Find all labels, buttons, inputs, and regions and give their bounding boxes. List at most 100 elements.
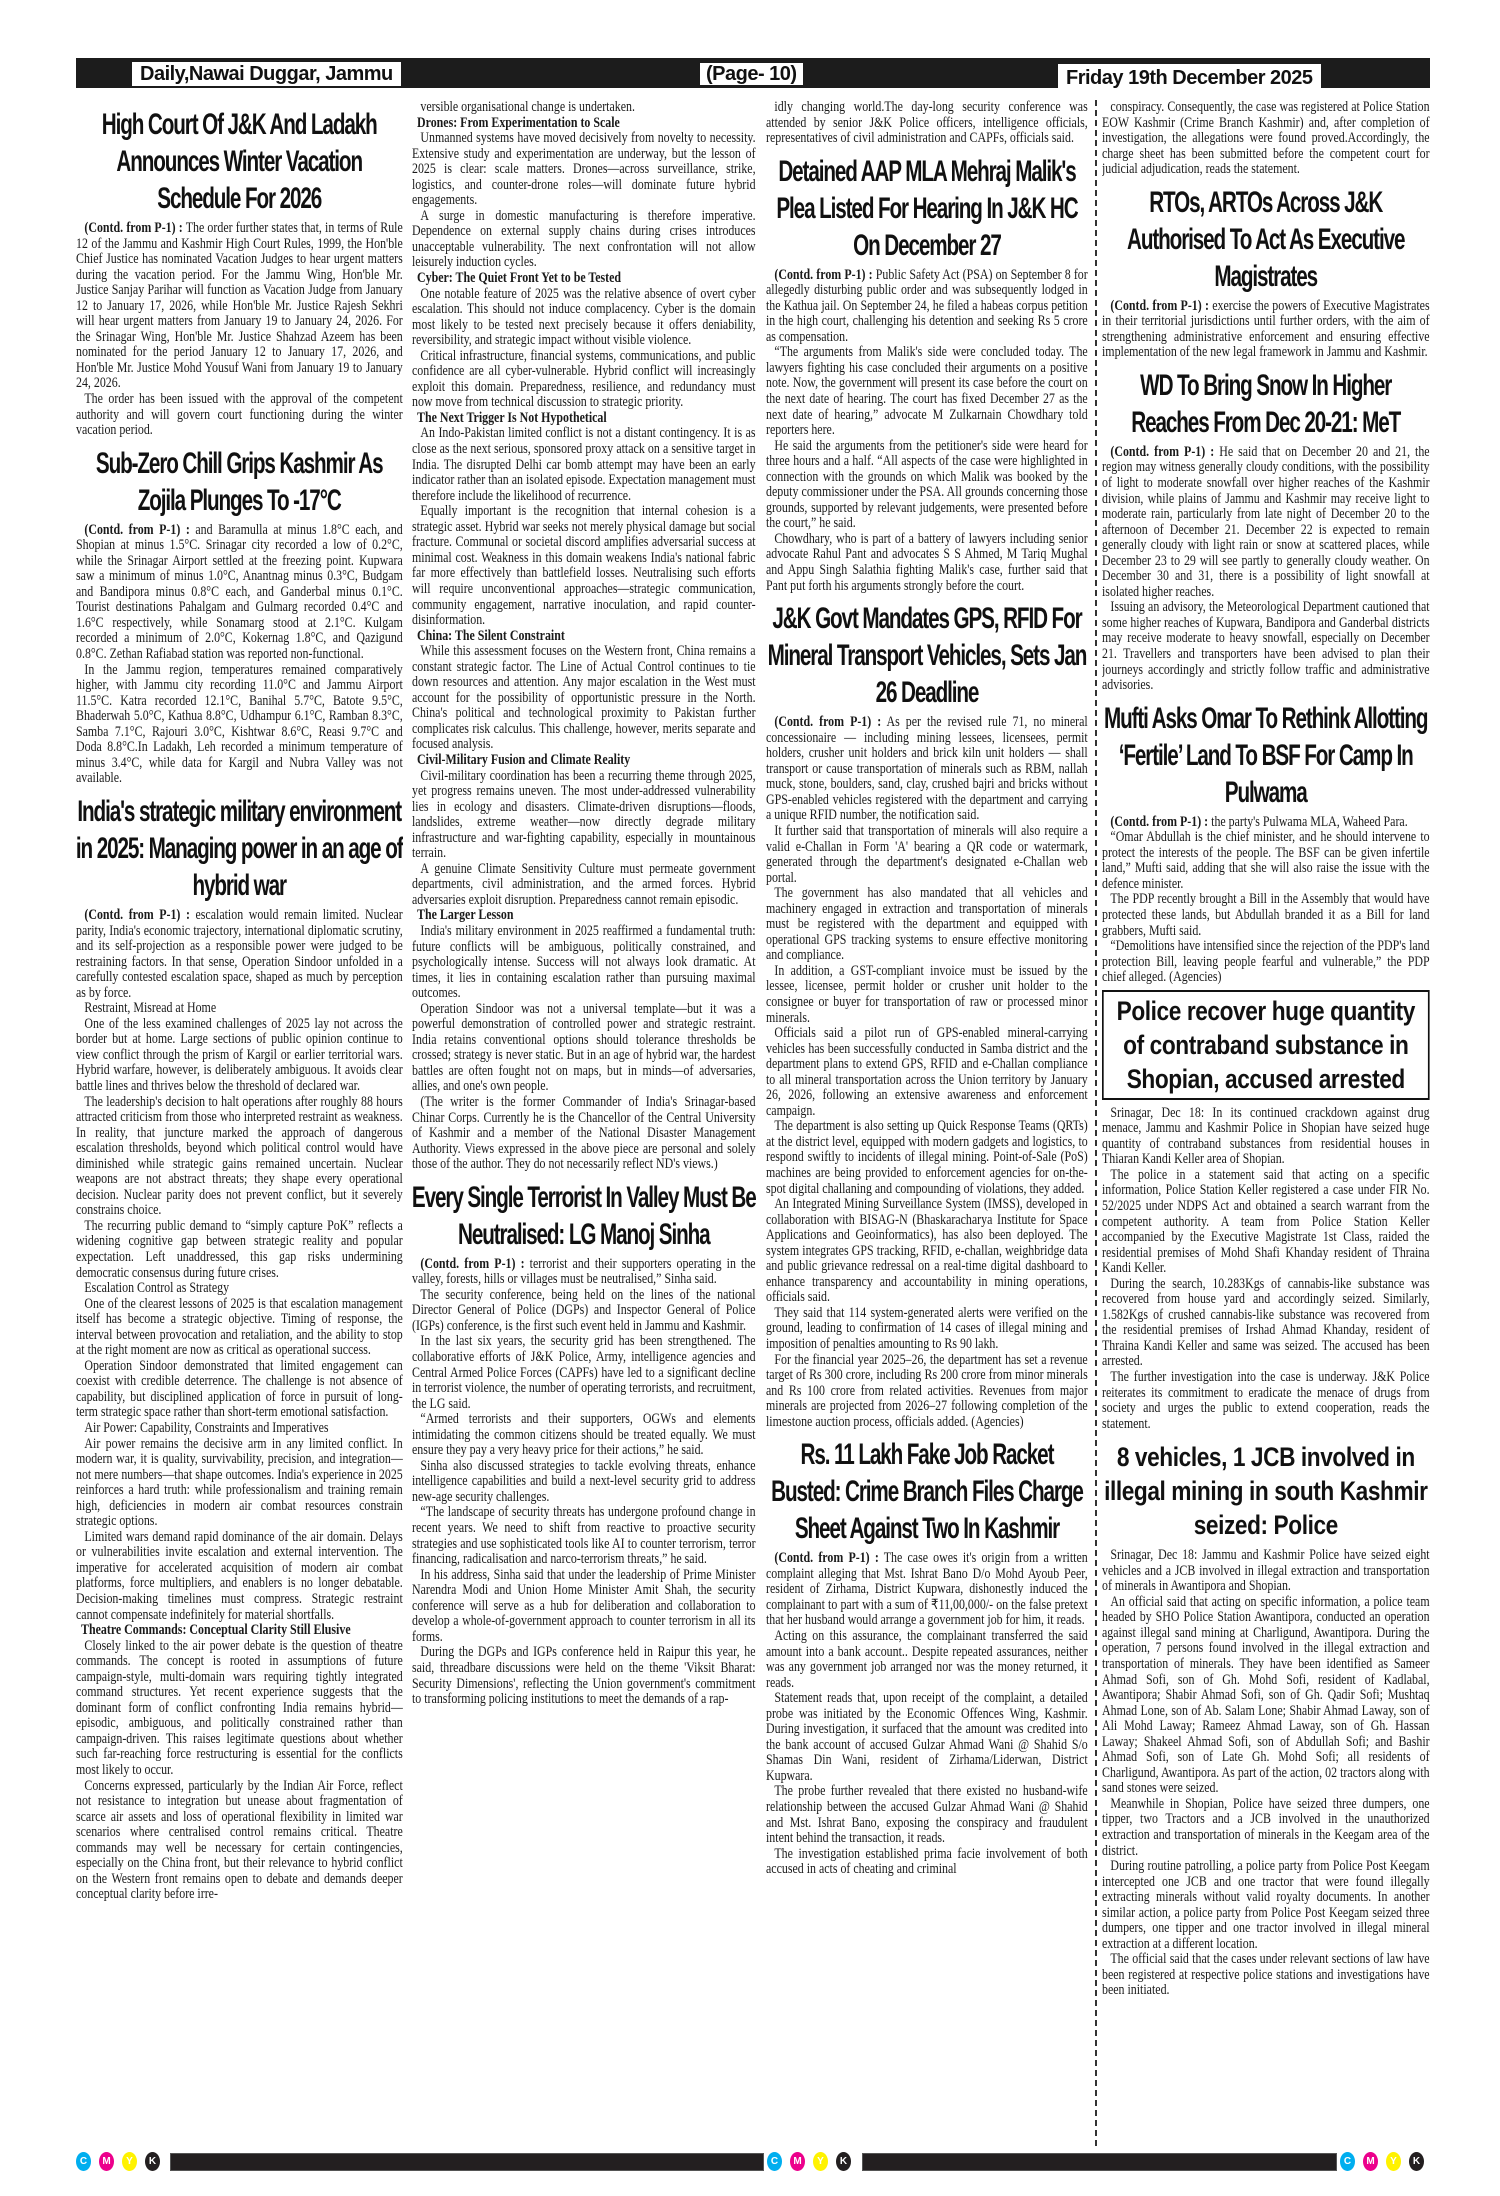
continued-from-label: (Contd. from P-1) : (84, 220, 183, 236)
article-paragraph: During the DGPs and IGPs conference held… (412, 1644, 756, 1708)
article-paragraph: He said the arguments from the petitione… (766, 437, 1088, 532)
article-paragraph: (Contd. from P-1) : exercise the powers … (1102, 297, 1430, 361)
article-paragraph: Sinha also discussed strategies to tackl… (412, 1457, 756, 1505)
article-paragraph: Escalation Control as Strategy (84, 1280, 230, 1297)
registration-bar (862, 2153, 1337, 2171)
article-headline: Sub-Zero Chill Grips Kashmir As Zojila P… (96, 446, 384, 517)
article-paragraph: Operation Sindoor was not a universal te… (412, 1000, 756, 1095)
article-paragraph: The official said that the cases under r… (1102, 1951, 1430, 1999)
article-paragraph: Operation Sindoor demonstrated that limi… (76, 1357, 403, 1421)
article-paragraph: One of the clearest lessons of 2025 is t… (76, 1295, 403, 1359)
article-paragraph: Restraint, Misread at Home (84, 1000, 217, 1017)
article-paragraph: An Indo-Pakistan limited conflict is not… (412, 425, 756, 504)
article-paragraph: Limited wars demand rapid dominance of t… (76, 1528, 403, 1623)
article-paragraph: Meanwhile in Shopian, Police have seized… (1102, 1795, 1430, 1859)
article-headline: 8 vehicles, 1 JCB involved in illegal mi… (1104, 1442, 1428, 1541)
article-paragraph: (The writer is the former Commander of I… (412, 1094, 756, 1173)
column-content: conspiracy. Consequently, the case was r… (1102, 100, 1430, 1999)
paragraph-text: As per the revised rule 71, no mineral c… (766, 714, 1088, 824)
article-headline: J&K Govt Mandates GPS, RFID For Mineral … (767, 602, 1088, 710)
page-number: (Page- 10) (692, 62, 811, 86)
section-subheading: Theatre Commands: Conceptual Clarity Sti… (81, 1622, 351, 1639)
paragraph-text: The case owes it's origin from a written… (766, 1550, 1088, 1629)
article-paragraph: A surge in domestic manufacturing is the… (412, 207, 756, 271)
section-subheading: Cyber: The Quiet Front Yet to be Tested (417, 270, 622, 287)
paragraph-text: escalation would remain limited. Nuclear… (76, 906, 403, 1001)
column-2: versible organisational change is undert… (412, 100, 756, 2146)
paragraph-text: exercise the powers of Executive Magistr… (1102, 297, 1430, 361)
article-paragraph: (Contd. from P-1) : escalation would rem… (76, 906, 403, 1001)
article-paragraph: One notable feature of 2025 was the rela… (412, 285, 756, 349)
article-paragraph: India's military environment in 2025 rea… (412, 922, 756, 1002)
paragraph-text: terrorist and their supporters operating… (412, 1255, 756, 1288)
article-paragraph: During routine patrolling, a police part… (1102, 1858, 1430, 1952)
continued-from-label: (Contd. from P-1) : (84, 906, 190, 923)
registration-dot: K (1409, 2152, 1424, 2171)
masthead: Daily,Nawai Duggar, Jammu (Page- 10) Fri… (76, 58, 1430, 92)
article-paragraph: The police in a statement said that acti… (1102, 1166, 1430, 1277)
continued-from-label: (Contd. from P-1) : (1110, 813, 1209, 830)
column-divider (1095, 100, 1097, 2146)
column-4: conspiracy. Consequently, the case was r… (1102, 100, 1430, 2146)
column-content: versible organisational change is undert… (412, 100, 756, 1708)
article-paragraph: It further said that transportation of m… (766, 822, 1088, 886)
registration-dot: C (767, 2152, 782, 2171)
article-headline: Mufti Asks Omar To Rethink Allotting ‘Fe… (1104, 701, 1429, 809)
article-paragraph: “Omar Abdullah is the chief minister, an… (1102, 829, 1430, 892)
registration-dot: Y (122, 2152, 137, 2171)
column-content: High Court Of J&K And Ladakh Announces W… (76, 106, 403, 1903)
article-paragraph: A genuine Climate Sensitivity Culture mu… (412, 860, 756, 908)
continued-from-label: (Contd. from P-1) : (420, 1255, 525, 1272)
registration-dot: C (76, 2152, 91, 2171)
section-subheading: Civil-Military Fusion and Climate Realit… (417, 751, 631, 768)
continued-from-label: (Contd. from P-1) : (774, 714, 882, 731)
registration-dot: K (145, 2152, 160, 2171)
article-paragraph: Issuing an advisory, the Meteorological … (1102, 599, 1430, 694)
article-paragraph: During the search, 10.283Kgs of cannabis… (1102, 1275, 1430, 1370)
article-headline: RTOs, ARTOs Across J&K Authorised To Act… (1127, 185, 1405, 293)
article-paragraph: One of the less examined challenges of 2… (76, 1015, 403, 1094)
column-1: High Court Of J&K And Ladakh Announces W… (76, 100, 403, 2146)
article-paragraph: In addition, a GST-compliant invoice mus… (766, 962, 1088, 1026)
article-paragraph: Closely linked to the air power debate i… (76, 1637, 403, 1779)
registration-dot: M (1363, 2152, 1378, 2171)
page-number-label: (Page- 10) (700, 63, 803, 85)
section-subheading: China: The Silent Constraint (417, 627, 565, 644)
article-paragraph: In the Jammu region, temperatures remain… (76, 661, 403, 787)
continued-from-label: (Contd. from P-1) : (774, 1550, 879, 1567)
article-paragraph: Civil-military coordination has been a r… (412, 767, 756, 862)
article-paragraph: (Contd. from P-1) : The order further st… (76, 220, 403, 392)
article-paragraph: (Contd. from P-1) : the party's Pulwama … (1102, 813, 1430, 831)
article-paragraph: The leadership's decision to halt operat… (76, 1093, 403, 1219)
registration-dot: K (836, 2152, 851, 2171)
article-paragraph: Unmanned systems have moved decisively f… (412, 130, 756, 209)
article-paragraph: Officials said a pilot run of GPS-enable… (766, 1025, 1088, 1119)
article-paragraph: Acting on this assurance, the complainan… (766, 1628, 1088, 1691)
newspaper-name: Daily,Nawai Duggar, Jammu (132, 62, 401, 86)
article-paragraph: The security conference, being held on t… (412, 1286, 756, 1334)
article-paragraph: The government has also mandated that al… (766, 885, 1088, 964)
registration-dot: Y (1386, 2152, 1401, 2171)
registration-dot: M (99, 2152, 114, 2171)
column-3: idly changing world.The day-long securit… (766, 100, 1088, 2146)
article-paragraph: Air power remains the decisive arm in an… (76, 1435, 403, 1530)
registration-bar (170, 2153, 764, 2171)
article-paragraph: In the last six years, the security grid… (412, 1333, 756, 1412)
article-paragraph: “The landscape of security threats has u… (412, 1504, 756, 1568)
article-paragraph: Air Power: Capability, Constraints and I… (84, 1420, 329, 1436)
article-paragraph: “Armed terrorists and their supporters, … (412, 1411, 756, 1459)
registration-dot: Y (813, 2152, 828, 2171)
continued-from-label: (Contd. from P-1) : (1110, 443, 1215, 460)
paragraph-text: and Baramulla at minus 1.8°C each, and S… (76, 521, 403, 663)
article-paragraph: Statement reads that, upon receipt of th… (766, 1690, 1088, 1784)
article-paragraph: (Contd. from P-1) : He said that on Dece… (1102, 443, 1430, 600)
article-paragraph: “Demolitions have intensified since the … (1102, 938, 1430, 986)
continued-from-label: (Contd. from P-1) : (774, 266, 873, 283)
paragraph-text: Public Safety Act (PSA) on September 8 f… (766, 266, 1088, 345)
section-subheading: Drones: From Experimentation to Scale (417, 114, 620, 131)
article-paragraph: (Contd. from P-1) : terrorist and their … (412, 1255, 756, 1288)
continued-from-label: (Contd. from P-1) : (1110, 297, 1209, 314)
paragraph-text: He said that on December 20 and 21, the … (1102, 443, 1430, 600)
article-paragraph: “The arguments from Malik's side were co… (766, 344, 1088, 439)
article-headline: Police recover huge quantity of contraba… (1102, 989, 1430, 1100)
